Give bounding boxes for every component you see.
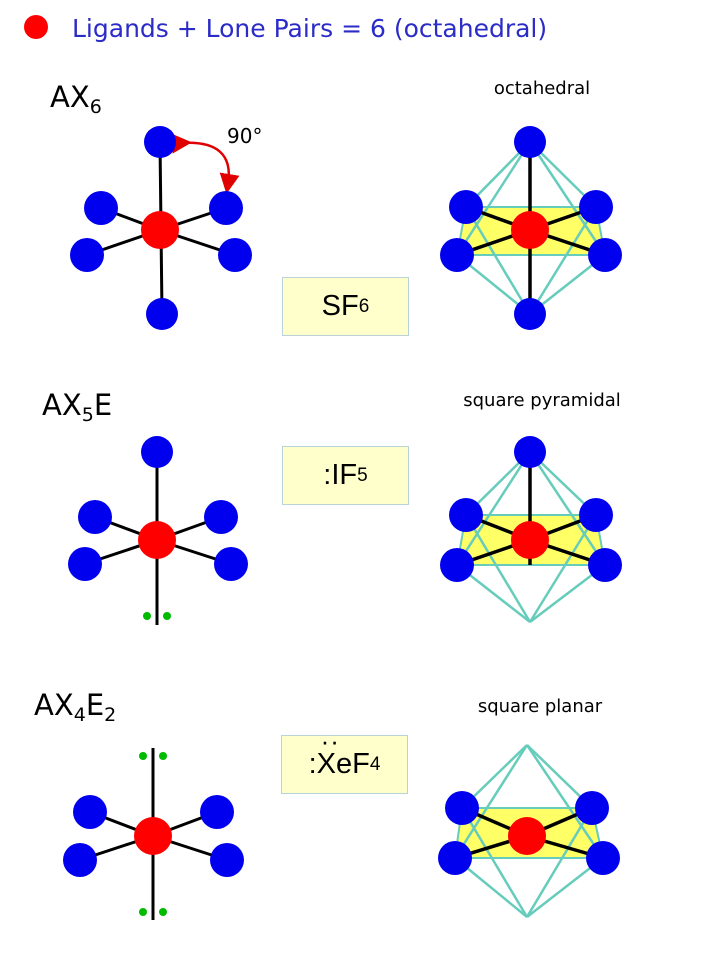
ligand-atom	[514, 436, 546, 468]
ligand-atom	[73, 795, 107, 829]
lone-pair-dot	[139, 908, 147, 916]
lone-pair-dot	[143, 612, 151, 620]
ligand-atom	[588, 238, 622, 272]
ligand-atom	[146, 298, 178, 330]
ligand-atom	[70, 238, 104, 272]
central-atom	[138, 521, 176, 559]
ligand-atom	[84, 191, 118, 225]
ligand-atom	[579, 498, 613, 532]
lone-pair-dot	[159, 908, 167, 916]
ligand-atom	[449, 190, 483, 224]
lone-pair-dot	[163, 612, 171, 620]
ligand-atom	[204, 500, 238, 534]
ligand-atom	[209, 191, 243, 225]
octahedron-edge	[528, 141, 607, 256]
ligand-atom	[438, 841, 472, 875]
ax-label-1: AX6	[50, 80, 102, 118]
octahedron-edge	[455, 451, 532, 566]
shape-label-1: octahedral	[493, 78, 591, 99]
ligand-atom	[514, 126, 546, 158]
ligand-atom	[68, 547, 102, 581]
ligand-atom	[575, 791, 609, 825]
central-atom	[134, 817, 172, 855]
ligand-atom	[588, 548, 622, 582]
ligand-atom	[200, 795, 234, 829]
ligand-atom	[579, 190, 613, 224]
ligand-atom	[141, 436, 173, 468]
ligand-atom	[514, 298, 546, 330]
octahedron-edge	[460, 807, 529, 918]
page-title: Ligands + Lone Pairs = 6 (octahedral)	[72, 14, 548, 43]
ligand-atom	[210, 843, 244, 877]
lone-pair-dot	[139, 752, 147, 760]
ligand-atom	[218, 238, 252, 272]
ax-label-3: AX4E2	[34, 688, 117, 726]
ligand-atom	[144, 126, 176, 158]
ax-label-2: AX5E	[42, 388, 113, 426]
shape-label-3: square planar	[477, 696, 603, 717]
shape-label-2: square pyramidal	[463, 390, 621, 411]
central-atom	[141, 211, 179, 249]
ligand-atom	[440, 548, 474, 582]
central-atom	[508, 817, 546, 855]
octahedron-edge	[528, 451, 607, 566]
angle-arrow	[171, 133, 240, 194]
legend-central-atom-icon	[24, 15, 48, 39]
octahedron-edge	[453, 744, 529, 859]
ligand-atom	[440, 238, 474, 272]
ligand-atom	[63, 843, 97, 877]
ligand-atom	[586, 841, 620, 875]
central-atom	[511, 211, 549, 249]
central-atom	[511, 521, 549, 559]
ligand-atom	[449, 498, 483, 532]
octahedron-edge	[455, 141, 532, 256]
ligand-atom	[214, 547, 248, 581]
angle-label: 90°	[227, 124, 263, 148]
lone-pair-dot	[159, 752, 167, 760]
octahedron-edge	[525, 744, 605, 859]
ligand-atom	[445, 791, 479, 825]
ligand-atom	[78, 500, 112, 534]
